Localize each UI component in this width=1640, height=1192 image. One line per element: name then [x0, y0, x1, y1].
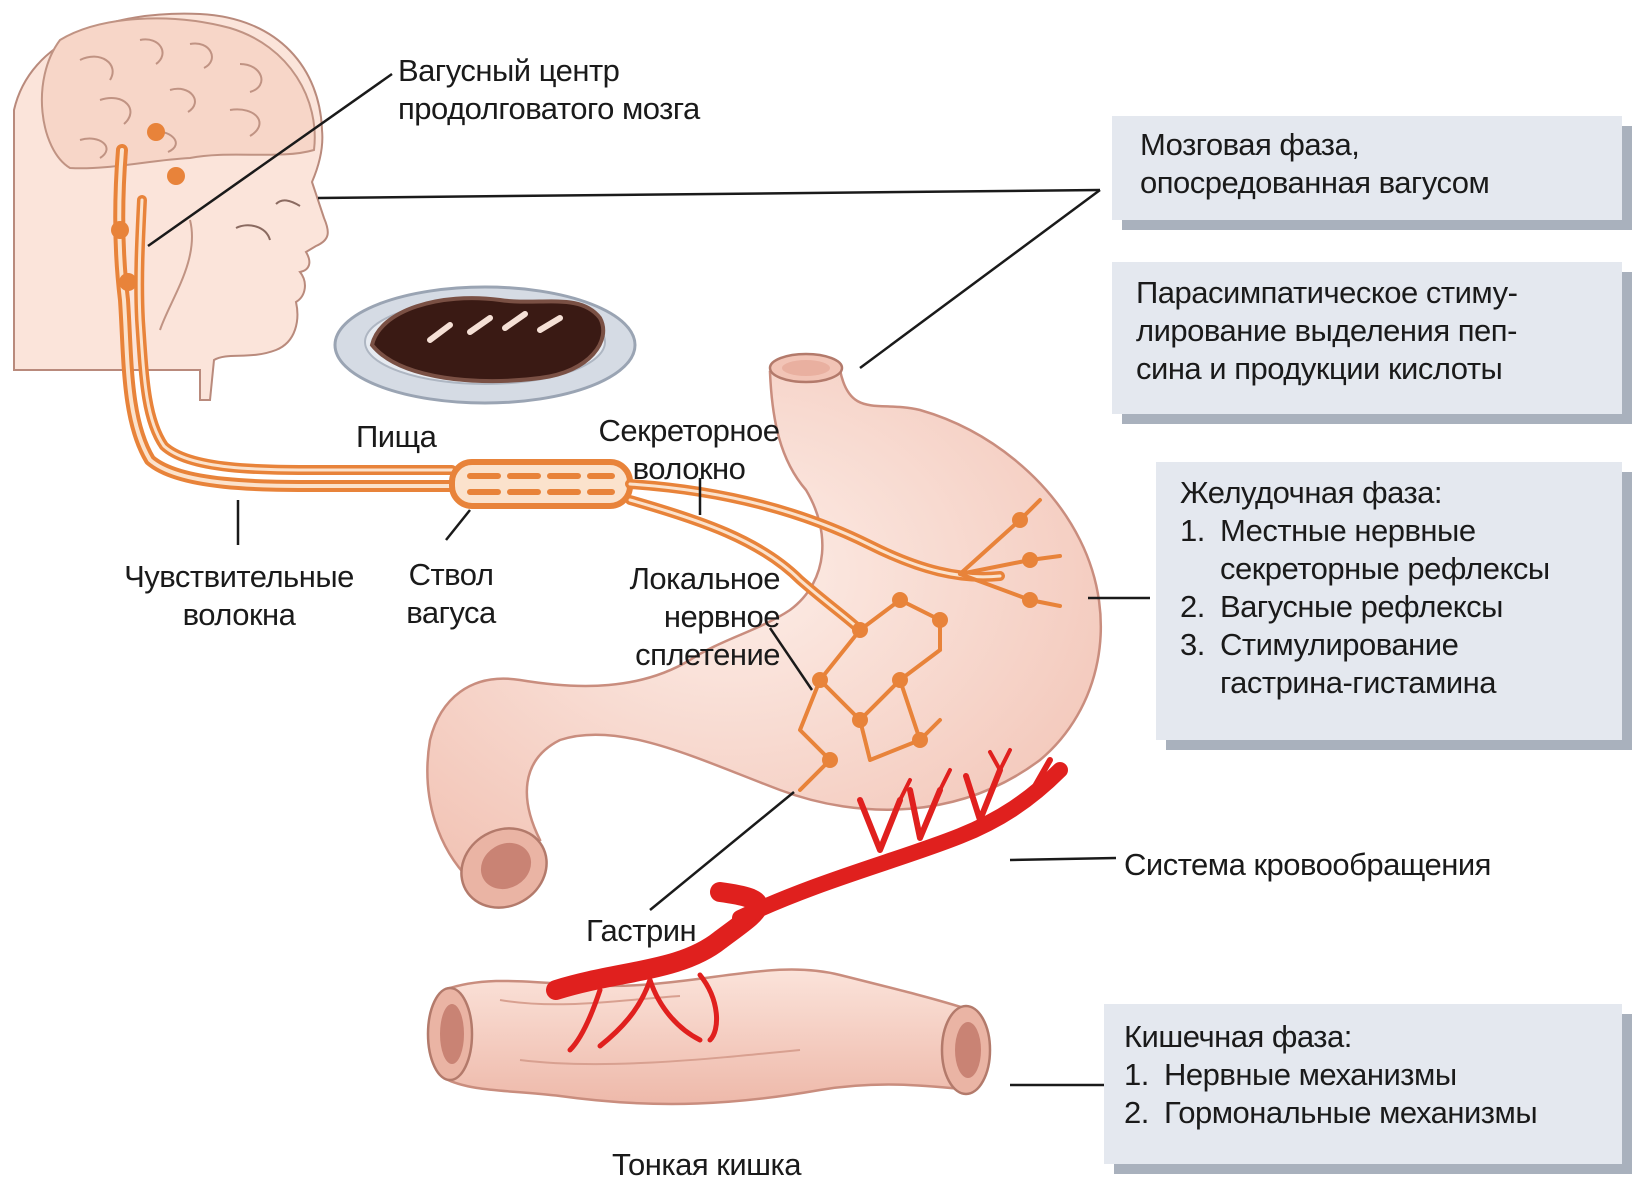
vagus-trunk-label: Ствол вагуса	[386, 556, 516, 632]
intestinal-phase-list: 1.Нервные механизмы 2.Гормональные механ…	[1124, 1056, 1622, 1132]
cephalic-phase-line: Мозговая фаза,	[1140, 126, 1622, 164]
vagus-center-label-line: продолговатого мозга	[398, 90, 700, 128]
item-text: Вагусные рефлексы	[1220, 589, 1503, 624]
parasympathetic-line: сина и продукции кислоты	[1136, 350, 1622, 388]
local-plexus-label-line: Локальное	[570, 560, 780, 598]
cephalic-phase-box: Мозговая фаза, опосредованная вагусом	[1112, 116, 1622, 220]
secretory-fiber-label-line: Секреторное	[574, 412, 804, 450]
gastric-phase-box: Желудочная фаза: 1.Местные нервные секре…	[1156, 462, 1622, 740]
small-intestine-label: Тонкая кишка	[612, 1146, 801, 1184]
sensory-fibers-label: Чувствительные волокна	[104, 558, 374, 634]
intestinal-phase-box: Кишечная фаза: 1.Нервные механизмы 2.Гор…	[1104, 1004, 1622, 1164]
gastric-phase-title: Желудочная фаза:	[1180, 474, 1622, 512]
local-plexus-label-line: нервное	[570, 598, 780, 636]
gastric-phase-item: 1.Местные нервные секреторные рефлексы	[1180, 512, 1622, 588]
cephalic-phase-line: опосредованная вагусом	[1140, 164, 1622, 202]
sensory-fibers-label-line: волокна	[104, 596, 374, 634]
item-text: Стимулирование	[1220, 627, 1458, 662]
gastrin-label: Гастрин	[586, 912, 696, 950]
sensory-fibers-label-line: Чувствительные	[104, 558, 374, 596]
intestinal-phase-item: 2.Гормональные механизмы	[1124, 1094, 1622, 1132]
local-plexus-label-line: сплетение	[570, 636, 780, 674]
item-number: 2.	[1124, 1094, 1164, 1132]
vagus-center-label-line: Вагусный центр	[398, 52, 700, 90]
parasympathetic-line: Парасимпатическое стиму-	[1136, 274, 1622, 312]
item-text: гастрина-гистамина	[1180, 664, 1622, 702]
item-text: Местные нервные	[1220, 513, 1476, 548]
intestinal-phase-item: 1.Нервные механизмы	[1124, 1056, 1622, 1094]
vagus-center-label: Вагусный центр продолговатого мозга	[398, 52, 700, 128]
food-plate-illustration	[335, 287, 635, 403]
vagus-trunk-label-line: вагуса	[386, 594, 516, 632]
parasympathetic-line: лирование выделения пеп-	[1136, 312, 1622, 350]
item-number: 2.	[1180, 588, 1220, 626]
circulation-label: Система кровообращения	[1124, 846, 1491, 884]
food-label: Пища	[356, 418, 436, 456]
parasympathetic-box: Парасимпатическое стиму- лирование выдел…	[1112, 262, 1622, 414]
item-text: Гормональные механизмы	[1164, 1095, 1537, 1130]
intestinal-phase-title: Кишечная фаза:	[1124, 1018, 1622, 1056]
gastric-phase-item: 2.Вагусные рефлексы	[1180, 588, 1622, 626]
item-text: Нервные механизмы	[1164, 1057, 1457, 1092]
gastric-phase-item: 3.Стимулирование гастрина-гистамина	[1180, 626, 1622, 702]
item-text: секреторные рефлексы	[1180, 550, 1622, 588]
gastric-phase-list: 1.Местные нервные секреторные рефлексы 2…	[1180, 512, 1622, 702]
item-number: 1.	[1124, 1056, 1164, 1094]
local-plexus-label: Локальное нервное сплетение	[570, 560, 780, 674]
head-illustration	[14, 14, 328, 400]
secretory-fiber-label-line: волокно	[574, 450, 804, 488]
item-number: 1.	[1180, 512, 1220, 550]
item-number: 3.	[1180, 626, 1220, 664]
vagus-trunk-label-line: Ствол	[386, 556, 516, 594]
secretory-fiber-label: Секреторное волокно	[574, 412, 804, 488]
